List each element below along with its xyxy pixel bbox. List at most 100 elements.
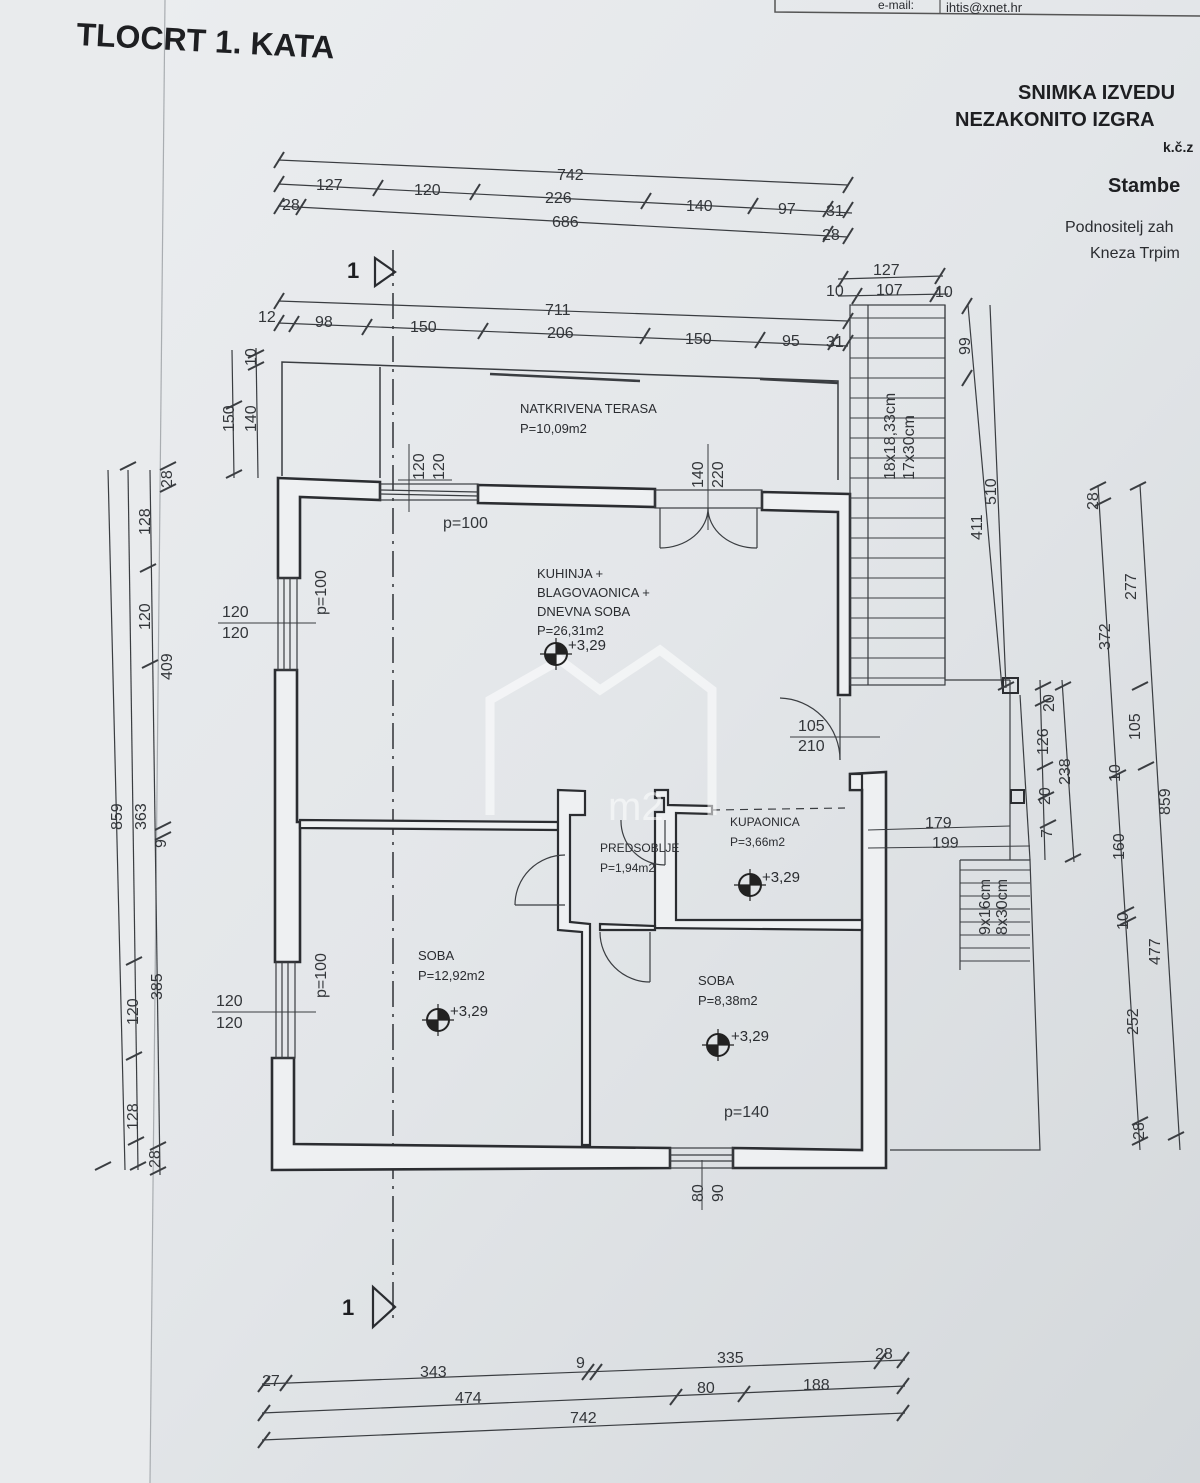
hall-area: P=1,94m2 [600, 861, 655, 875]
dim-win1-a: 120 [222, 604, 249, 621]
dim-right-126: 126 [1035, 728, 1052, 755]
dim-top-226: 226 [545, 190, 572, 207]
header-box [774, 0, 1200, 17]
paper-edge [149, 0, 166, 1483]
right-dimension-lines [967, 304, 1185, 1151]
dim-terrace-206: 206 [547, 325, 574, 342]
dim-win-bottom-a: 80 [690, 1184, 707, 1202]
living-label-1: KUHINJA + [537, 566, 603, 581]
dim-entry-b: 210 [798, 738, 825, 755]
stair-small-label: 9x16cm [977, 879, 994, 935]
dim-left-128-bottom: 128 [125, 1103, 142, 1130]
dim-top-120: 120 [414, 182, 441, 199]
dim-top-140: 140 [686, 198, 713, 215]
dim-bath-b: 199 [932, 835, 959, 852]
email-label: e-mail: [878, 0, 914, 12]
dim-left-128-top: 128 [137, 508, 154, 535]
small-staircase [890, 859, 1041, 1151]
bath-area: P=3,66m2 [730, 835, 785, 849]
dim-far-28a: 28 [1085, 492, 1102, 510]
header-line-2: NEZAKONITO IZGRA [955, 109, 1155, 131]
dim-terrace-12: 12 [258, 309, 276, 326]
dim-top-total: 742 [557, 167, 584, 184]
window-left-top-label: p=100 [313, 570, 330, 615]
dim-top-686: 686 [552, 214, 579, 231]
level-living: +3,29 [568, 637, 606, 654]
dim-stair-127: 127 [873, 262, 900, 279]
dim-far-477: 477 [1147, 938, 1164, 965]
dim-right-238: 238 [1057, 758, 1074, 785]
dim-terrace-95: 95 [782, 333, 800, 350]
dim-far-28b: 28 [1131, 1122, 1148, 1140]
left-dimension-lines [94, 347, 265, 1176]
terrace-name: NATKRIVENA TERASA [520, 401, 657, 416]
header-line-3: k.č.z [1163, 139, 1193, 155]
dim-left-120-top: 120 [137, 603, 154, 630]
watermark-logo [485, 644, 717, 815]
dim-top-127: 127 [316, 177, 343, 194]
dim-stair-10b: 10 [935, 284, 953, 301]
dim-bottom-188: 188 [803, 1377, 830, 1394]
dim-win1-b: 120 [222, 625, 249, 642]
dim-right-7: 7 [1039, 829, 1056, 838]
stair-main-label: 18x18,33cm [882, 393, 899, 480]
dim-win-bottom-b: 90 [710, 1184, 727, 1202]
terrace-area: P=10,09m2 [520, 421, 587, 436]
bath-name: KUPAONICA [730, 815, 800, 829]
dim-door-b: 220 [710, 461, 727, 488]
dim-bottom-28: 28 [875, 1346, 893, 1363]
level-room2: +3,29 [731, 1028, 769, 1045]
level-bath: +3,29 [762, 869, 800, 886]
level-marker-room1 [422, 1004, 454, 1036]
exterior-walls [270, 476, 888, 1172]
dim-left-859: 859 [109, 803, 126, 830]
room2-name: SOBA [698, 973, 734, 988]
top-dimension-lines [273, 151, 973, 387]
dim-bottom-742: 742 [570, 1410, 597, 1427]
header-line-4: Stambe [1108, 175, 1180, 197]
dim-bottom-27: 27 [262, 1373, 280, 1390]
dim-bottom-80: 80 [697, 1380, 715, 1397]
dim-terrace-left-150: 150 [221, 405, 238, 432]
level-marker-room2 [702, 1029, 734, 1061]
dim-left-28-top: 28 [159, 470, 176, 488]
living-label-3: DNEVNA SOBA [537, 604, 631, 619]
dim-entry-a: 105 [798, 718, 825, 735]
dim-terrace-total: 711 [545, 302, 571, 319]
dim-bottom-474: 474 [455, 1390, 482, 1407]
dim-far-105: 105 [1127, 713, 1144, 740]
living-area: P=26,31m2 [537, 623, 604, 638]
stair-main-label-2: 17x30cm [901, 415, 918, 480]
dim-win2-a: 120 [216, 993, 243, 1010]
dim-right-99: 99 [957, 337, 974, 355]
dim-right-20a: 20 [1041, 694, 1058, 712]
dim-win2-b: 120 [216, 1015, 243, 1032]
small-stair-treads [960, 869, 1030, 962]
dim-bath-a: 179 [925, 815, 952, 832]
dim-left-363: 363 [133, 803, 150, 830]
hall-name: PREDSOBLJE [600, 841, 679, 855]
dim-left-385: 385 [149, 973, 166, 1000]
dim-win-top-b: 120 [431, 453, 448, 480]
dim-left-9: 9 [153, 839, 170, 848]
section-marker-bottom: 1 [342, 1295, 354, 1320]
header-line-6: Kneza Trpim [1090, 245, 1180, 262]
dim-far-277: 277 [1123, 573, 1140, 600]
dim-terrace-left-140: 140 [243, 405, 260, 432]
dim-left-409: 409 [159, 653, 176, 680]
window-left-bottom-label: p=100 [313, 953, 330, 998]
window-bottom-label: p=140 [724, 1104, 769, 1121]
dim-stair-10a: 10 [826, 283, 844, 300]
left-paper-strip [0, 0, 165, 1483]
dim-top-28a: 28 [282, 197, 300, 214]
header-line-5: Podnositelj zah [1065, 219, 1174, 236]
dim-terrace-98: 98 [315, 314, 333, 331]
room2-area: P=8,38m2 [698, 993, 758, 1008]
section-marker-top: 1 [347, 258, 359, 283]
dim-stair-107: 107 [876, 282, 903, 299]
email-value: ihtis@xnet.hr [946, 0, 1023, 15]
dim-far-10b: 10 [1115, 912, 1132, 930]
dim-top-31: 31 [826, 203, 844, 220]
